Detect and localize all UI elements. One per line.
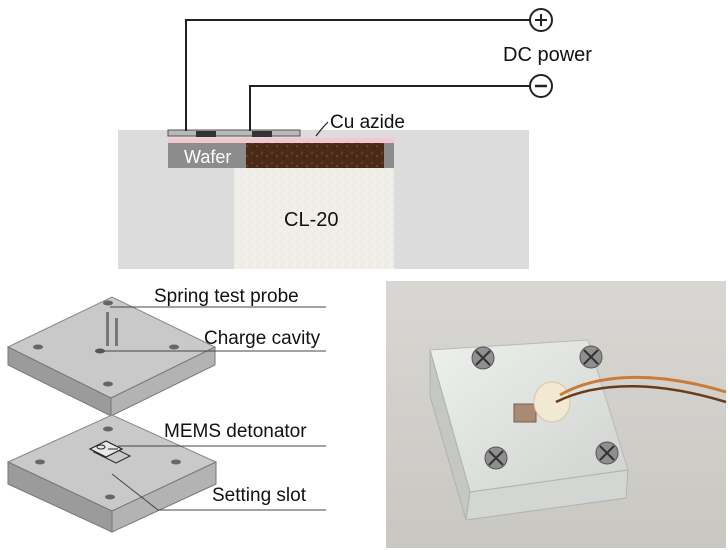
charge-cavity-label: Charge cavity (204, 328, 321, 349)
negative-terminal (529, 74, 553, 98)
lower-block (6, 414, 218, 533)
cu-azide-layer (246, 143, 384, 168)
mems-detonator-label: MEMS detonator (164, 421, 307, 442)
cu-azide-label: Cu azide (330, 112, 405, 133)
wafer-label: Wafer (184, 147, 231, 167)
electrode-plate (167, 129, 301, 137)
electrode-pad-left (196, 131, 216, 137)
positive-wire (185, 19, 530, 131)
bridge-film (168, 138, 394, 143)
negative-wire (249, 85, 530, 131)
upper-block (6, 296, 217, 417)
slot-leader (111, 473, 326, 511)
detonator-chip (513, 403, 537, 423)
cl20-label: CL-20 (284, 209, 338, 231)
glue-blob (533, 381, 571, 423)
exploded-view: Spring test probe Charge cavity MEMS det… (6, 286, 326, 533)
cl20-charge (234, 168, 394, 269)
spring-probe (106, 312, 109, 346)
positive-terminal (529, 8, 553, 32)
screw-icon (471, 346, 495, 370)
screw-icon (484, 446, 508, 470)
dc-power-label: DC power (503, 44, 592, 66)
lead-wire (555, 385, 727, 404)
electrode-pad-right (252, 131, 272, 137)
spring-probe-label: Spring test probe (154, 286, 299, 307)
device-photo (386, 281, 727, 548)
cu-azide-leader (315, 121, 329, 137)
setting-slot-label: Setting slot (212, 485, 307, 506)
cross-section-schematic: DC power Wafer Cu azide CL-20 (118, 8, 592, 269)
screw-icon (579, 345, 603, 369)
screw-icon (595, 441, 619, 465)
lead-wire (559, 375, 727, 397)
